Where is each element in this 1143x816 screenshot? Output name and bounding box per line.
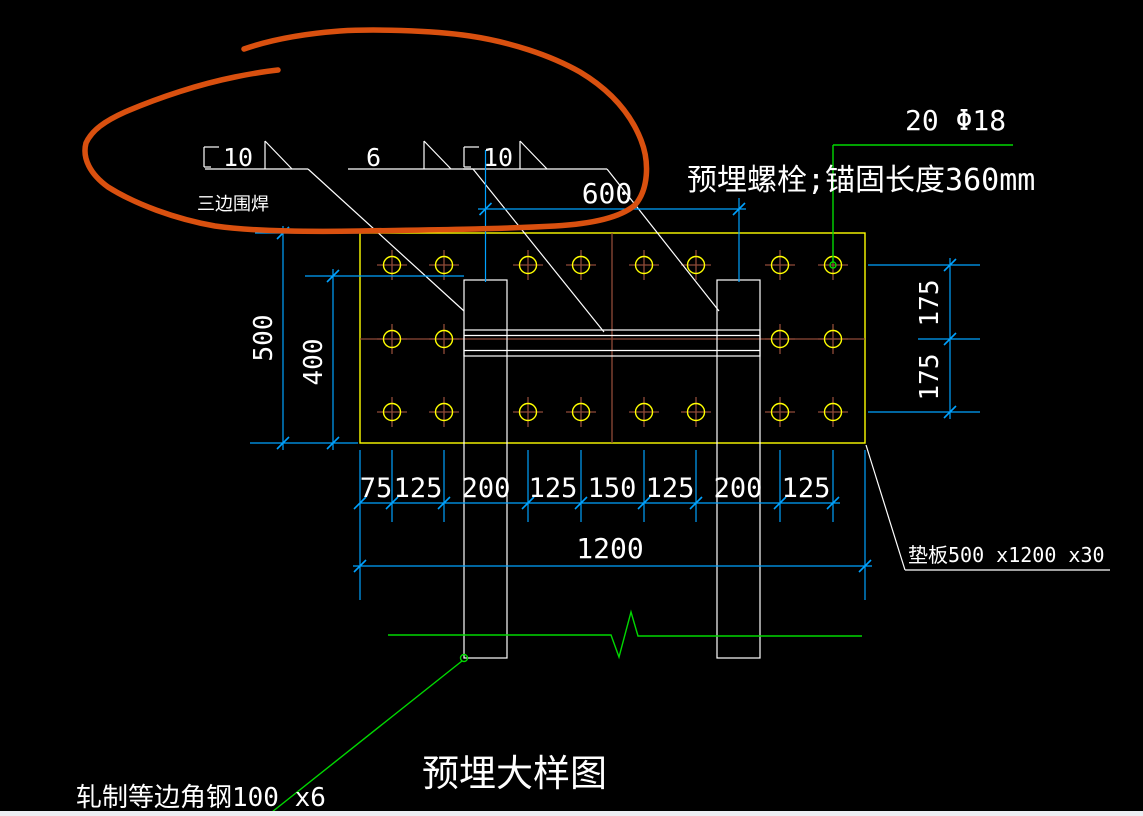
dim-500-label: 500 (249, 315, 279, 362)
dim-125-label: 125 (782, 473, 831, 504)
dim-75-label: 75 (360, 473, 393, 504)
weld-symbol-middle: 6 (348, 140, 605, 333)
ground-break-line (388, 609, 862, 660)
bolt-leader (829, 144, 1013, 269)
dim-200-label: 200 (462, 473, 511, 504)
dim-175-top-label: 175 (915, 280, 945, 327)
weld-size-label: 10 (223, 143, 253, 172)
bolt-hole (817, 323, 849, 355)
window-bottom-strip (0, 811, 1143, 816)
bolt-hole (628, 249, 660, 281)
dim-1200-label: 1200 (576, 532, 643, 565)
freehand-highlight-annotation (82, 27, 650, 235)
angle-steel-leader (271, 653, 469, 813)
dim-1200: 1200 (353, 450, 872, 600)
dim-200-label: 200 (714, 473, 763, 504)
weld-leader-line (307, 168, 465, 312)
fillet-weld-icon (519, 140, 548, 170)
pad-plate-label: 垫板500 x1200 x30 (908, 543, 1105, 567)
bolt-hole (565, 396, 597, 428)
dim-125-label: 125 (394, 473, 443, 504)
horizontal-angle-member (463, 329, 761, 357)
bolt-hole (512, 249, 544, 281)
dim-bottom-chain: 75 125 200 125 150 125 200 125 (353, 450, 840, 522)
weld-symbol-left: 10 (203, 140, 465, 312)
dim-125-label: 125 (529, 473, 578, 504)
weld-symbol-right: 10 (463, 140, 720, 312)
fillet-weld-icon (264, 140, 293, 170)
bolt-hole (376, 323, 408, 355)
dim-600: 600 (478, 150, 746, 282)
bolt-hole (428, 396, 460, 428)
weld-leader-line (606, 168, 720, 312)
bolt-hole (764, 396, 796, 428)
channel-steel-icon (203, 146, 219, 168)
dim-125-label: 125 (646, 473, 695, 504)
pad-plate-leader (865, 444, 1110, 571)
dim-400: 400 (299, 269, 464, 450)
bolt-spec-label: 20 Φ18 (905, 104, 1006, 137)
bolt-hole (680, 396, 712, 428)
fillet-weld-icon (423, 140, 452, 170)
bolt-note-label: 预埋螺栓;锚固长度360mm (687, 163, 1035, 198)
channel-steel-icon (463, 146, 479, 168)
bolt-hole (628, 396, 660, 428)
weld-leader-line (472, 168, 605, 333)
dim-500: 500 (249, 226, 358, 450)
bolt-hole (680, 249, 712, 281)
angle-column-right (716, 279, 761, 659)
dim-rows-175: 175 175 (868, 258, 980, 419)
angle-column-left (463, 279, 508, 659)
bolt-hole (817, 396, 849, 428)
dim-150-label: 150 (588, 473, 637, 504)
bolt-hole (565, 249, 597, 281)
angle-steel-label: 轧制等边角钢100 x6 (76, 783, 326, 813)
drawing-title: 预埋大样图 (422, 752, 607, 795)
weld-note-label: 三边围焊 (197, 194, 269, 215)
bolt-hole (376, 396, 408, 428)
bolt-hole (764, 323, 796, 355)
dim-400-label: 400 (299, 339, 329, 386)
weld-size-label: 10 (483, 143, 513, 172)
bolt-hole (764, 249, 796, 281)
dim-600-label: 600 (582, 177, 633, 210)
bolt-hole (428, 323, 460, 355)
dim-175-bottom-label: 175 (915, 354, 945, 401)
weld-size-label: 6 (366, 143, 381, 172)
bolt-hole (512, 396, 544, 428)
